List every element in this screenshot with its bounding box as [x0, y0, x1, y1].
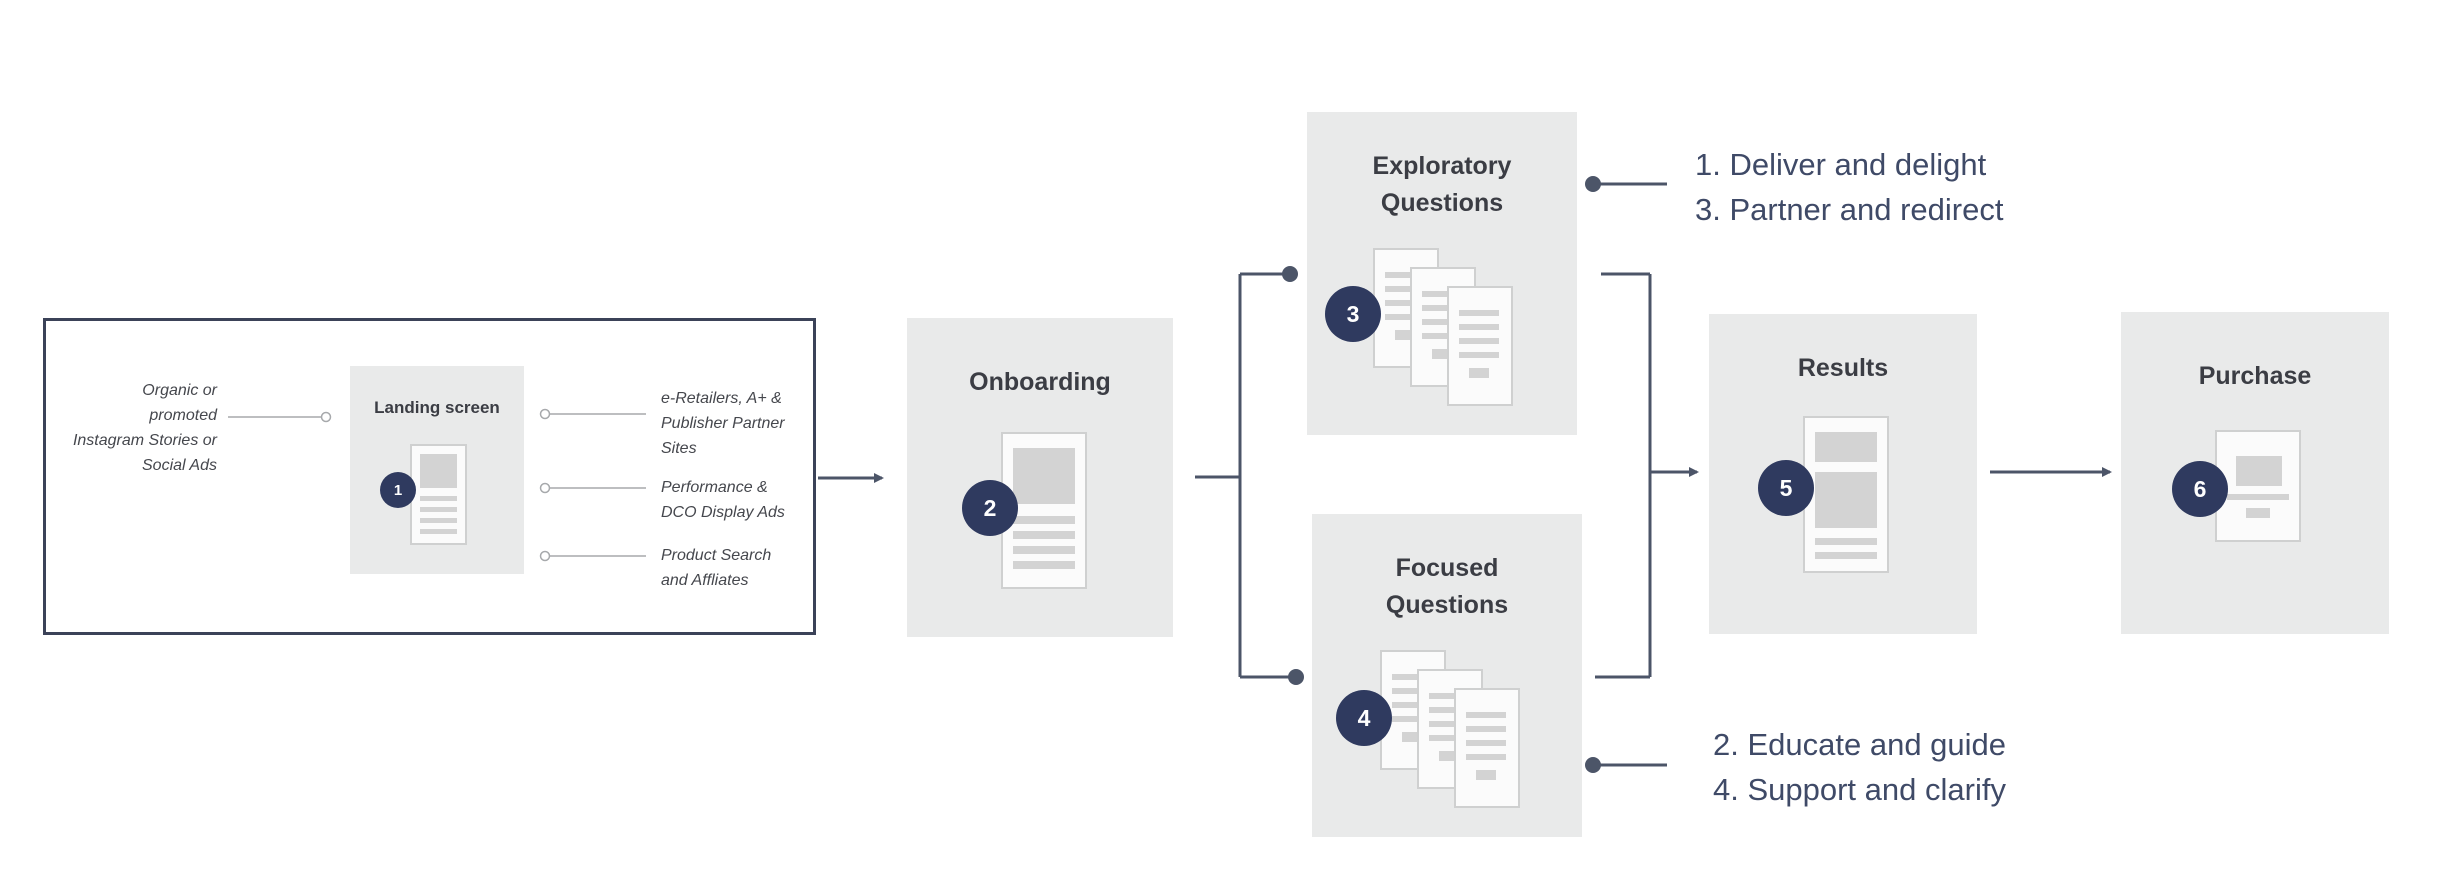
- source-line: Product Search: [661, 547, 772, 564]
- goals-bottom: 2. Educate and guide 4. Support and clar…: [1713, 722, 2006, 812]
- focused-questions-panel: Focused Questions 4: [1312, 514, 1582, 837]
- title-line: Questions: [1385, 591, 1509, 619]
- source-line: DCO Display Ads: [661, 504, 785, 521]
- merge-connector: [1595, 272, 1699, 679]
- source-organic-social: Organic or promoted Instagram Stories or…: [60, 378, 217, 478]
- onboarding-panel: Onboarding 2: [907, 318, 1173, 637]
- goal-pointer-bottom: [1585, 757, 1667, 773]
- source-line: Organic or: [142, 382, 217, 399]
- landing-page-thumbnail: [410, 444, 467, 545]
- results-panel: Results 5: [1709, 314, 1977, 634]
- source-line: Performance &: [661, 479, 768, 496]
- focused-questions-title: Focused Questions: [1312, 550, 1582, 624]
- onboarding-title: Onboarding: [969, 368, 1111, 396]
- step-badge-4: 4: [1336, 690, 1392, 746]
- purchase-panel: Purchase 6: [2121, 312, 2389, 634]
- step-badge-6: 6: [2172, 461, 2228, 517]
- results-thumbnail: [1803, 416, 1889, 573]
- landing-frame: [43, 318, 816, 635]
- goal-pointer-top: [1585, 176, 1667, 192]
- purchase-title: Purchase: [2198, 362, 2312, 390]
- source-line: and Affliates: [661, 572, 749, 589]
- goal-item: 1. Deliver and delight: [1695, 147, 1987, 182]
- source-line: promoted: [149, 407, 217, 424]
- step-badge-3: 3: [1325, 286, 1381, 342]
- source-line: Instagram Stories or: [72, 432, 217, 449]
- exploratory-questions-panel: Exploratory Questions 3: [1307, 112, 1577, 435]
- goal-item: 3. Partner and redirect: [1695, 192, 2004, 227]
- source-connectors: [228, 408, 646, 562]
- goal-item: 4. Support and clarify: [1713, 772, 2006, 807]
- purchase-thumbnail: [2215, 430, 2301, 542]
- title-line: Questions: [1380, 189, 1504, 217]
- source-line: e-Retailers, A+ &: [661, 390, 782, 407]
- step-badge-5: 5: [1758, 460, 1814, 516]
- results-title: Results: [1797, 354, 1889, 382]
- goal-item: 2. Educate and guide: [1713, 727, 2007, 762]
- landing-screen-panel: Landing screen 1: [350, 366, 524, 574]
- source-display-ads: Performance & DCO Display Ads: [661, 475, 785, 525]
- source-retailers: e-Retailers, A+ & Publisher Partner Site…: [661, 386, 785, 461]
- split-connector: [1195, 266, 1304, 685]
- exploratory-questions-title: Exploratory Questions: [1307, 148, 1577, 222]
- source-line: Social Ads: [142, 457, 217, 474]
- source-line: Publisher Partner: [661, 415, 785, 432]
- step-badge-2: 2: [962, 480, 1018, 536]
- step-badge-1: 1: [380, 472, 416, 508]
- question-card-3: [1447, 286, 1513, 406]
- source-line: Sites: [661, 440, 697, 457]
- title-line: Focused: [1395, 554, 1499, 582]
- source-product-search: Product Search and Affliates: [661, 543, 771, 593]
- question-card-3: [1454, 688, 1520, 808]
- landing-screen-title: Landing screen: [374, 398, 500, 417]
- title-line: Exploratory: [1372, 152, 1512, 180]
- goals-top: 1. Deliver and delight 3. Partner and re…: [1695, 142, 2003, 232]
